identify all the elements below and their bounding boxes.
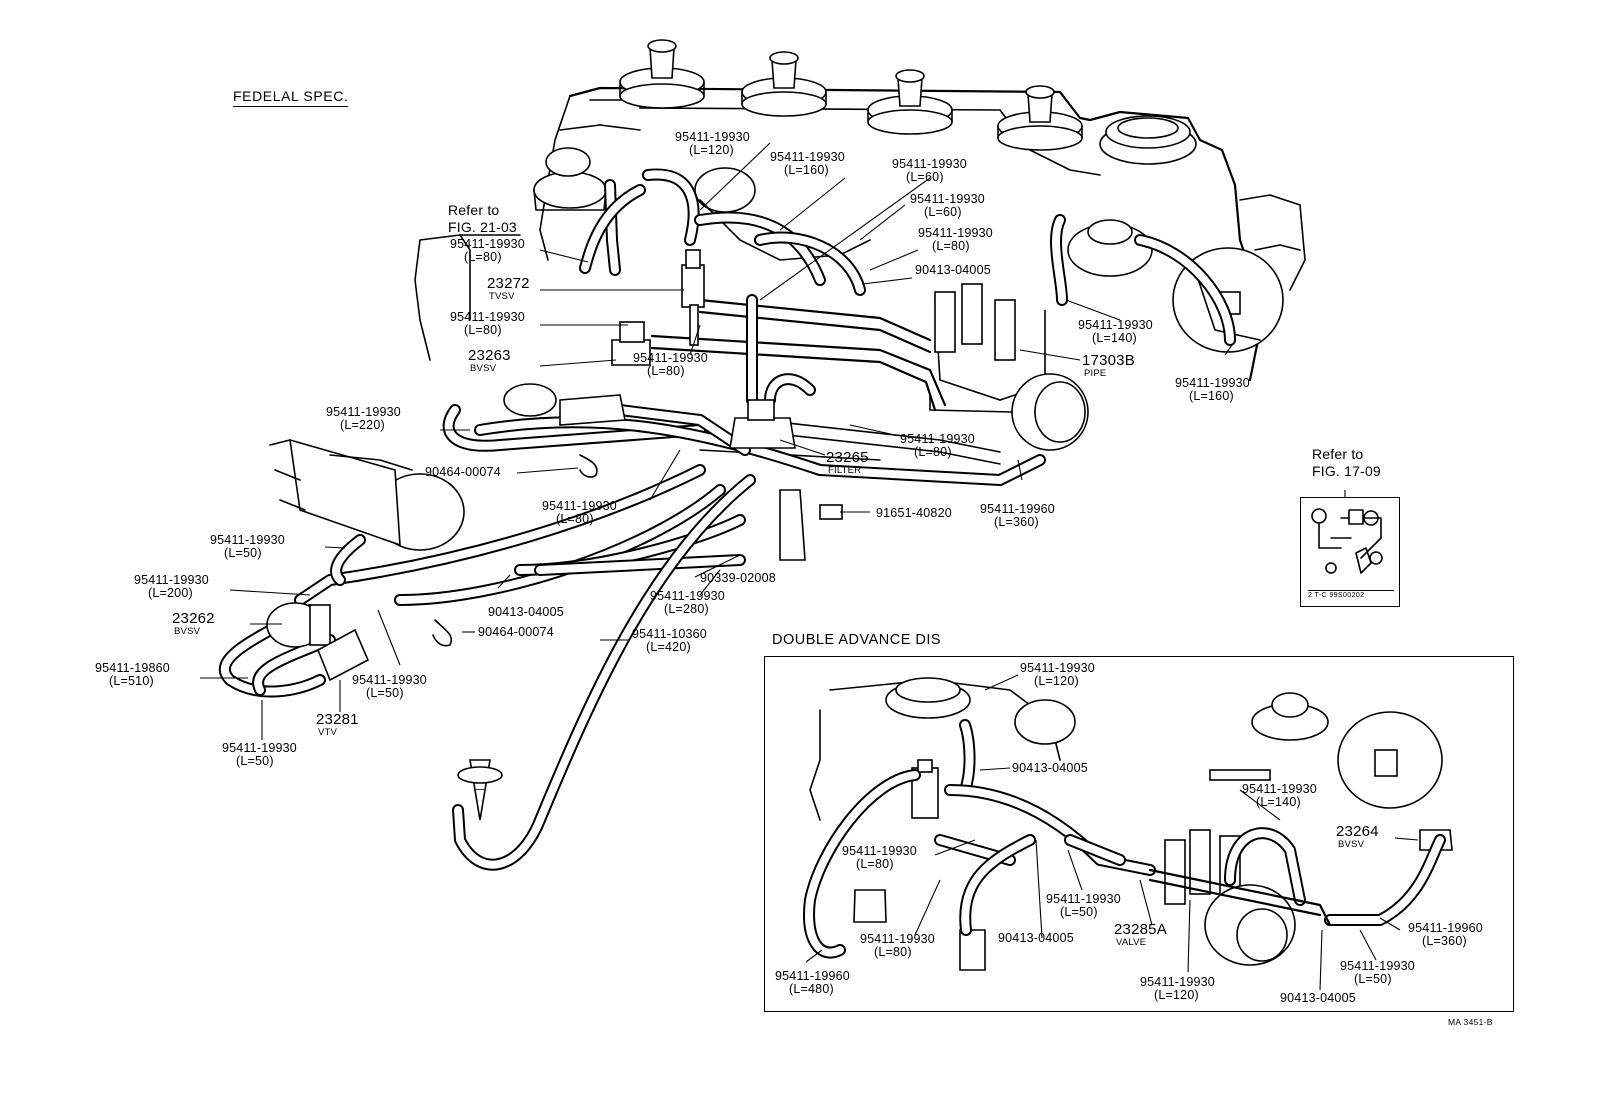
inset-part-label: 95411-19930(L=140) bbox=[1242, 782, 1317, 809]
part-label: 95411-19930(L=80) bbox=[542, 499, 617, 526]
drawing-number: MA 3451-B bbox=[1448, 1017, 1493, 1027]
part-label: 95411-19930(L=60) bbox=[892, 157, 967, 184]
part-label: 95411-19960(L=360) bbox=[980, 502, 1055, 529]
part-label: 90464-00074 bbox=[478, 625, 554, 639]
inset-part-label: 90413-04005 bbox=[1280, 991, 1356, 1005]
inset-part-label: 95411-19960(L=360) bbox=[1408, 921, 1483, 948]
inset-part-label: 95411-19930(L=50) bbox=[1046, 892, 1121, 919]
inset-part-label: 95411-19960(L=480) bbox=[775, 969, 850, 996]
thumbnail-schematic bbox=[1311, 508, 1383, 574]
valves-main bbox=[266, 249, 843, 821]
part-label: 91651-40820 bbox=[876, 506, 952, 520]
part-label: 95411-19930(L=80) bbox=[900, 432, 975, 459]
inset-part-label: 95411-19930(L=120) bbox=[1140, 975, 1215, 1002]
thumbnail-code: 2 T-C 99S00202 bbox=[1308, 590, 1394, 599]
part-label: 95411-19930(L=280) bbox=[650, 589, 725, 616]
part-label: 95411-19930(L=60) bbox=[910, 192, 985, 219]
part-label: 95411-19930(L=120) bbox=[675, 130, 750, 157]
ref-fig-17-09: Refer to FIG. 17-09 bbox=[1312, 446, 1381, 479]
part-label: 95411-10360(L=420) bbox=[632, 627, 707, 654]
part-label: 90464-00074 bbox=[425, 465, 501, 479]
part-label: 95411-19930(L=50) bbox=[210, 533, 285, 560]
part-label: 95411-19930(L=160) bbox=[770, 150, 845, 177]
ref-fig-21-03: Refer to FIG. 21-03 bbox=[448, 202, 517, 235]
leader-lines bbox=[200, 142, 1419, 991]
reference-thumbnail bbox=[1300, 497, 1400, 607]
part-label: 95411-19930(L=140) bbox=[1078, 318, 1153, 345]
inset-part-label: 95411-19930(L=80) bbox=[860, 932, 935, 959]
part-label: 95411-19930(L=80) bbox=[918, 226, 993, 253]
valve-cover-towers bbox=[619, 39, 1197, 165]
part-label: 95411-19930(L=160) bbox=[1175, 376, 1250, 403]
inset-title: DOUBLE ADVANCE DIS bbox=[772, 632, 942, 648]
inset-part-label: 90413-04005 bbox=[1012, 761, 1088, 775]
inset-frame bbox=[764, 656, 1514, 1012]
part-label: 95411-19930(L=220) bbox=[326, 405, 401, 432]
part-label: 95411-19930(L=50) bbox=[352, 673, 427, 700]
inset-part-label: 95411-19930(L=80) bbox=[842, 844, 917, 871]
part-label: 95411-19930(L=80) bbox=[450, 310, 525, 337]
inset-drawing bbox=[803, 677, 1453, 971]
part-label: 95411-19930(L=80) bbox=[450, 237, 525, 264]
part-label: 95411-19860(L=510) bbox=[95, 661, 170, 688]
spec-title: FEDELAL SPEC. bbox=[233, 88, 349, 107]
part-label: 95411-19930(L=50) bbox=[222, 741, 297, 768]
part-label: 95411-19930(L=200) bbox=[134, 573, 209, 600]
part-label: 95411-19930(L=80) bbox=[633, 351, 708, 378]
inset-part-label: 95411-19930(L=50) bbox=[1340, 959, 1415, 986]
part-label: 90339-02008 bbox=[700, 571, 776, 585]
part-label: 90413-04005 bbox=[915, 263, 991, 277]
inset-part-label: 90413-04005 bbox=[998, 931, 1074, 945]
vacuum-pipe-rails bbox=[650, 298, 1001, 465]
inset-part-label: 95411-19930(L=120) bbox=[1020, 661, 1095, 688]
part-label: 90413-04005 bbox=[488, 605, 564, 619]
carburetor-parts bbox=[269, 147, 1284, 551]
